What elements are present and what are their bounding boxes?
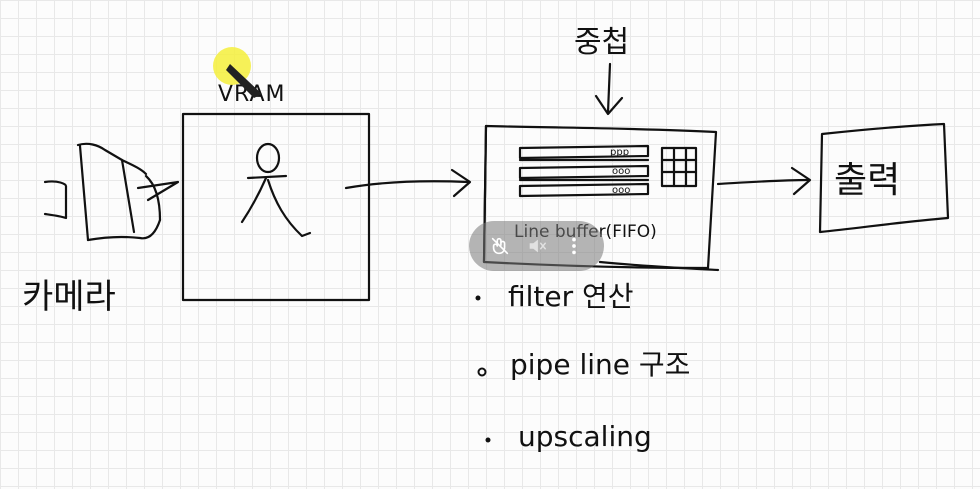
- more-options-icon: [571, 237, 576, 255]
- buffer-underline: [598, 260, 720, 272]
- person-glyph: [240, 142, 312, 238]
- svg-text:ooo: ooo: [612, 166, 630, 177]
- arrow-head-1: [450, 168, 472, 198]
- arrow-overlay-down: [606, 62, 612, 114]
- arrow-vram-to-buffer: [344, 180, 470, 190]
- speaker-muted-icon: [529, 239, 546, 253]
- camera-drawing: [43, 142, 180, 242]
- bullet-1-text: filter 연산: [508, 280, 634, 313]
- pen-cursor-icon: [226, 64, 262, 98]
- arrow-head-3: [790, 166, 812, 196]
- bullet-dot-2: [477, 367, 487, 377]
- output-label: 출력: [834, 160, 900, 201]
- bullet-2-text: pipe line 구조: [510, 348, 690, 381]
- svg-text:ooo: ooo: [612, 185, 630, 196]
- mute-button[interactable]: [522, 231, 552, 261]
- floating-toolbar: [469, 221, 604, 271]
- no-touch-button[interactable]: [485, 231, 515, 261]
- pixel-grid-sketch: [660, 146, 698, 188]
- buffer-rows: ppp ooo ooo: [518, 144, 650, 198]
- bullet-3-text: upscaling: [518, 420, 652, 453]
- camera-label: 카메라: [22, 277, 116, 317]
- bullet-dot-3: [485, 437, 491, 443]
- no-touch-icon: [491, 237, 508, 255]
- overlay-label: 중첩: [574, 25, 629, 60]
- more-options-button[interactable]: [559, 231, 589, 261]
- svg-text:ppp: ppp: [610, 147, 629, 158]
- vram-box: [181, 112, 371, 302]
- bullet-dot-1: [475, 295, 481, 301]
- arrow-head-2: [594, 94, 624, 116]
- output-box: [818, 122, 950, 234]
- arrow-buffer-to-output: [716, 178, 810, 186]
